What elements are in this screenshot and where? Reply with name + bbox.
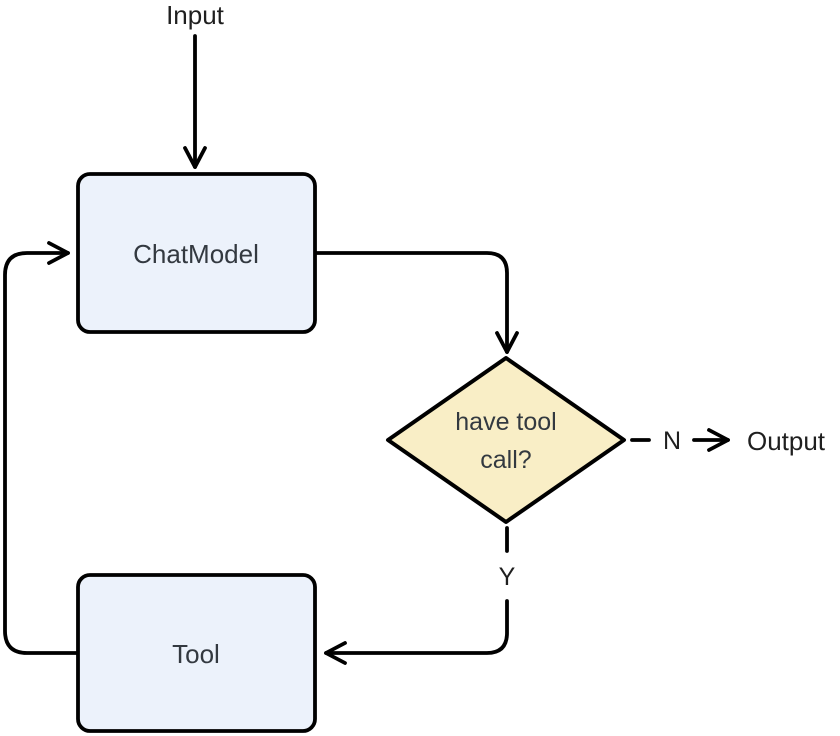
- tool-label: Tool: [172, 639, 220, 669]
- tool-node: [76, 573, 317, 733]
- input-label: Input: [166, 0, 225, 30]
- edge-label-no: N: [663, 427, 681, 455]
- decision-node: [386, 356, 626, 524]
- edge-tool-to-chatmodel: [3, 241, 80, 655]
- edge-label-yes: Y: [499, 563, 516, 591]
- chatmodel-label: ChatModel: [133, 239, 259, 269]
- output-label: Output: [747, 426, 826, 456]
- edge-chatmodel-to-decision: [313, 251, 519, 354]
- chatmodel-node: [76, 172, 317, 334]
- decision-label-line2: call?: [480, 446, 531, 474]
- edge-yes-to-tool: [324, 599, 509, 665]
- decision-label-line1: have tool: [455, 408, 556, 436]
